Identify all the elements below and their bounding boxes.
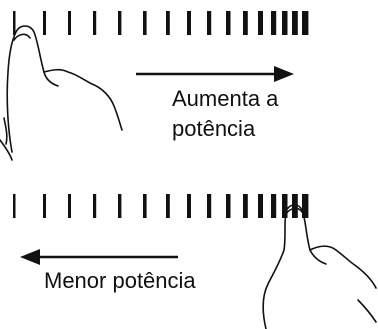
power-scale-top xyxy=(13,11,309,35)
power-level-bar xyxy=(292,11,298,35)
power-level-bar xyxy=(166,11,170,35)
decrease-power-label: Menor potência xyxy=(44,268,196,293)
power-level-bar xyxy=(93,11,97,35)
power-level-bar xyxy=(68,11,71,35)
arrow-right-icon xyxy=(136,66,294,82)
power-level-bar xyxy=(207,194,212,218)
power-level-bar xyxy=(187,194,191,218)
power-level-bar xyxy=(43,194,46,218)
power-level-bar xyxy=(93,194,97,218)
finger-icon-bottom xyxy=(262,204,377,329)
finger-icon-top xyxy=(0,25,123,161)
power-level-bar xyxy=(302,194,309,218)
power-level-bar xyxy=(187,11,191,35)
arrow-left-icon xyxy=(20,249,178,265)
power-level-bar xyxy=(13,194,16,218)
power-level-bar xyxy=(271,11,277,35)
power-level-bar xyxy=(282,11,288,35)
increase-power-label-line2: potência xyxy=(172,116,256,141)
power-level-bar xyxy=(143,194,147,218)
power-level-bar xyxy=(118,11,122,35)
power-level-bar xyxy=(258,11,263,35)
power-level-bar xyxy=(207,11,212,35)
power-level-bar xyxy=(226,11,231,35)
power-level-bar xyxy=(43,11,46,35)
power-level-bar xyxy=(143,11,147,35)
power-level-bar xyxy=(302,11,309,35)
increase-power-label-line1: Aumenta a xyxy=(172,86,279,111)
power-level-bar xyxy=(166,194,170,218)
power-level-bar xyxy=(243,194,248,218)
power-scale-bottom xyxy=(13,194,309,218)
power-level-bar xyxy=(258,194,263,218)
power-level-bar xyxy=(282,194,288,218)
power-level-bar xyxy=(118,194,122,218)
power-level-bar xyxy=(271,194,277,218)
power-level-bar xyxy=(243,11,248,35)
power-level-bar xyxy=(292,194,298,218)
power-level-bar xyxy=(226,194,231,218)
power-level-bar xyxy=(68,194,71,218)
power-level-bar xyxy=(13,11,16,35)
